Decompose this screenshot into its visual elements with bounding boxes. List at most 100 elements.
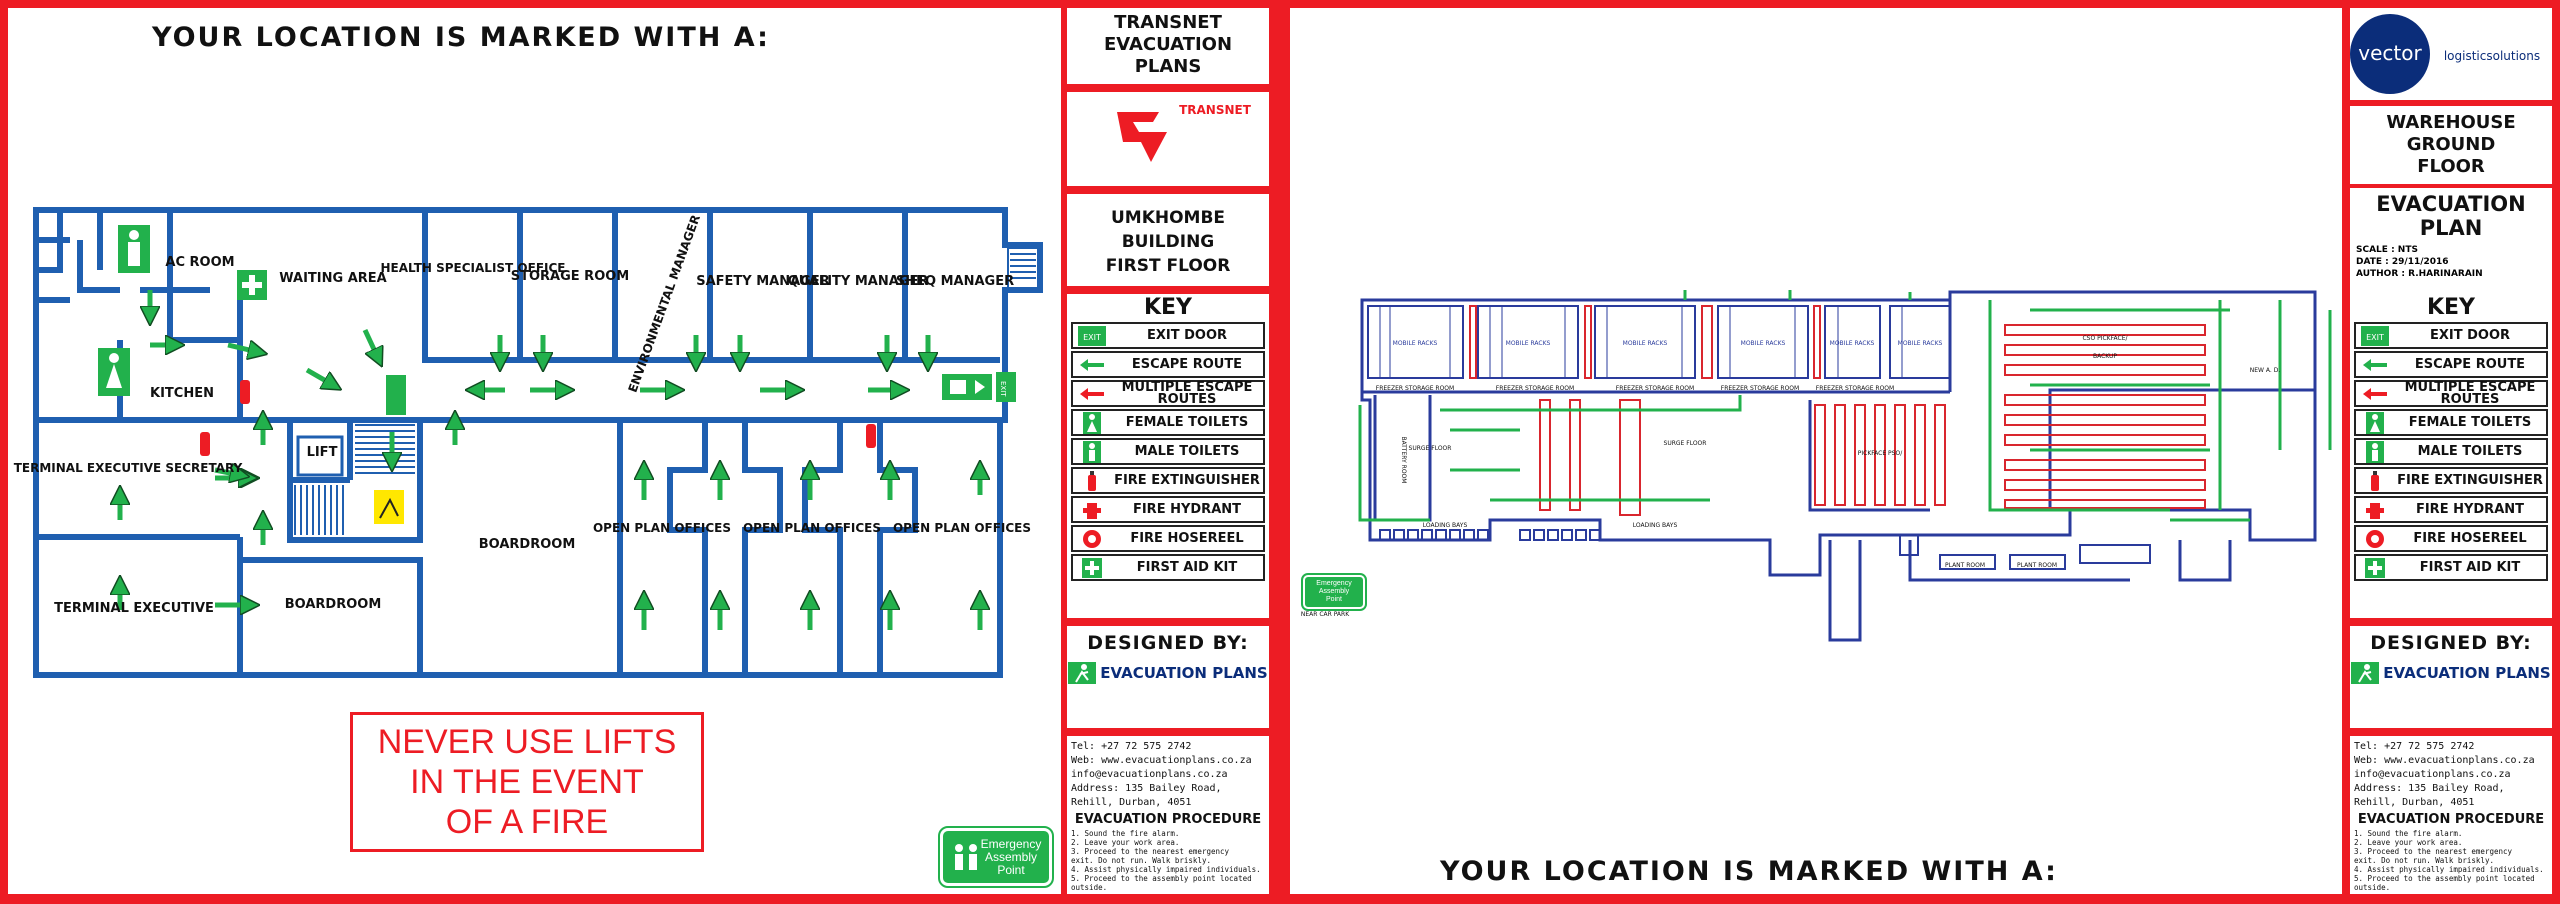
label-battery-room: BATTERY ROOM xyxy=(1400,437,1407,484)
assembly-line-3: Point xyxy=(997,862,1025,877)
right-procedure-title: EVACUATION PROCEDURE xyxy=(2357,812,2545,827)
left-key-label: ESCAPE ROUTE xyxy=(1131,356,1243,372)
contact-line: info@evacuationplans.co.za xyxy=(1071,769,1228,780)
room-waiting-area: WAITING AREA xyxy=(279,271,386,286)
first-aid-icon xyxy=(237,270,267,300)
first-aid-icon xyxy=(2360,557,2390,579)
left-key-label: FIRE HYDRANT xyxy=(1132,501,1242,517)
vector-logo-sub: logisticsolutions xyxy=(2444,49,2540,63)
right-key-label: FIRE HOSEREEL xyxy=(2413,530,2527,546)
right-evacuation-plans-logo: EVACUATION PLANS xyxy=(2350,662,2552,684)
label-freezer-5: FREEZER STORAGE ROOM xyxy=(1816,385,1894,392)
contact-line: info@evacuationplans.co.za xyxy=(2354,769,2511,780)
label-cso-pickface: CSO PICKFACE/ xyxy=(2082,335,2128,342)
procedure-step: 2. Leave your work area. xyxy=(1071,838,1180,847)
right-brand: EVACUATION PLANS xyxy=(2383,664,2551,682)
right-designed-by-box: DESIGNED BY: EVACUATION PLANS xyxy=(2350,626,2552,728)
room-safety-manager: SAFETY MANAGER xyxy=(696,274,830,289)
title-line-1: TRANSNET xyxy=(1114,12,1222,33)
procedure-step: 3. Proceed to the nearest emergency xyxy=(1071,847,1230,856)
transnet-logo-icon: TRANSNET xyxy=(1117,103,1252,162)
contact-line: Rehill, Durban, 4051 xyxy=(1071,797,1192,808)
left-key-row: FIRE HOSEREEL xyxy=(1071,525,1265,552)
people-icon xyxy=(954,844,977,870)
plan-title-line-2: PLAN xyxy=(2419,216,2483,240)
right-key-row: MALE TOILETS xyxy=(2354,438,2548,465)
left-key-row: FEMALE TOILETS xyxy=(1071,409,1265,436)
left-sidebar: TRANSNET EVACUATION PLANS TRANSNET UMKHO… xyxy=(1067,8,1269,894)
right-key-row: FIRST AID KIT xyxy=(2354,554,2548,581)
label-surge-floor-1: SURGE FLOOR xyxy=(1409,445,1452,452)
right-key-row: MULTIPLE ESCAPE ROUTES xyxy=(2354,380,2548,407)
left-procedure-title: EVACUATION PROCEDURE xyxy=(1074,812,1262,827)
running-man-icon xyxy=(1068,662,1097,684)
left-key-row: FIRE HYDRANT xyxy=(1071,496,1265,523)
male-toilet-icon xyxy=(2360,440,2390,463)
vector-logo-word: vector xyxy=(2358,41,2422,65)
escape-route-icon xyxy=(2360,354,2390,376)
right-floor-plan: FREEZER STORAGE ROOM FREEZER STORAGE ROO… xyxy=(1301,290,2332,642)
label-plant-room-2: PLANT ROOM xyxy=(2017,562,2057,569)
label-freezer-3: FREEZER STORAGE ROOM xyxy=(1616,385,1694,392)
procedure-step: 2. Leave your work area. xyxy=(2354,838,2463,847)
left-key-label: FIRST AID KIT xyxy=(1136,559,1238,575)
label-mobile-racks-2: MOBILE RACKS xyxy=(1506,340,1551,347)
procedure-step: 1. Sound the fire alarm. xyxy=(1071,829,1180,838)
transnet-title-box: TRANSNET EVACUATION PLANS xyxy=(1067,8,1269,84)
procedure-step: 1. Sound the fire alarm. xyxy=(2354,829,2463,838)
contact-line: Address: 135 Bailey Road, xyxy=(2354,783,2505,794)
procedure-step: 3. Proceed to the nearest emergency xyxy=(2354,847,2513,856)
label-near-car-park: NEAR CAR PARK xyxy=(1301,611,1350,618)
right-procedure-box: EVACUATION PROCEDURE 1. Sound the fire a… xyxy=(2350,808,2552,894)
label-freezer-4: FREEZER STORAGE ROOM xyxy=(1721,385,1799,392)
right-assembly-line-3: Point xyxy=(1326,596,1342,603)
right-assembly-line-2: Assembly xyxy=(1318,588,1350,595)
running-man-icon xyxy=(2351,662,2380,684)
right-key-row: FIRE EXTINGUISHER xyxy=(2354,467,2548,494)
fire-extinguisher-icon xyxy=(200,380,876,456)
plan-meta-line: AUTHOR : R.HARINARAIN xyxy=(2356,269,2483,279)
room-terminal-exec-secretary: TERMINAL EXECUTIVE SECRETARY xyxy=(14,461,243,475)
plan-meta-line: DATE : 29/11/2016 xyxy=(2356,257,2449,267)
label-mobile-racks-5: MOBILE RACKS xyxy=(1830,340,1875,347)
exit-door-icon: EXIT xyxy=(1077,325,1107,347)
room-terminal-executive: TERMINAL EXECUTIVE xyxy=(54,601,214,616)
right-procedure-steps: 1. Sound the fire alarm.2. Leave your wo… xyxy=(2350,827,2552,894)
vector-logo-box: vector logisticsolutions xyxy=(2350,8,2552,100)
right-key-row: FEMALE TOILETS xyxy=(2354,409,2548,436)
procedure-step: 5. Proceed to the assembly point located xyxy=(1071,874,1252,883)
label-pickface: PICKFACE PSO/ xyxy=(1858,450,1903,457)
right-key-row: ESCAPE ROUTE xyxy=(2354,351,2548,378)
label-mobile-racks-6: MOBILE RACKS xyxy=(1898,340,1943,347)
right-key-label: FEMALE TOILETS xyxy=(2408,414,2532,430)
procedure-step: 4. Assist physically impaired individual… xyxy=(1071,865,1261,874)
female-toilet-icon xyxy=(2360,411,2390,434)
svg-text:EXIT: EXIT xyxy=(999,381,1007,397)
left-designed-by: DESIGNED BY: xyxy=(1087,632,1249,654)
exit-sign-icon: EXIT xyxy=(942,372,1016,402)
right-key-label: EXIT DOOR xyxy=(2429,327,2511,343)
room-kitchen: KITCHEN xyxy=(150,386,214,401)
left-key-label: EXIT DOOR xyxy=(1146,327,1228,343)
room-health-specialist: HEALTH SPECIALIST OFFICE xyxy=(381,261,566,275)
right-assembly-line-1: Emergency xyxy=(1316,580,1352,587)
room-boardroom-small: BOARDROOM xyxy=(285,597,382,612)
left-procedure-box: EVACUATION PROCEDURE 1. Sound the fire a… xyxy=(1067,808,1269,894)
label-mobile-racks-1: MOBILE RACKS xyxy=(1393,340,1438,347)
title-line-2: EVACUATION xyxy=(1103,34,1233,55)
label-plant-room-1: PLANT ROOM xyxy=(1945,562,1985,569)
room-boardroom-large: BOARDROOM xyxy=(479,537,576,552)
first-aid-icon xyxy=(1077,557,1107,579)
room-lift: LIFT xyxy=(307,445,338,460)
left-key-label: FEMALE TOILETS xyxy=(1125,414,1249,430)
left-procedure-steps: 1. Sound the fire alarm.2. Leave your wo… xyxy=(1067,827,1269,894)
right-key-title: KEY xyxy=(2426,295,2475,320)
procedure-step: exit. Do not run. Walk briskly. xyxy=(2354,856,2494,865)
contact-line: Address: 135 Bailey Road, xyxy=(1071,783,1222,794)
contact-line: Tel: +27 72 575 2742 xyxy=(2354,741,2475,752)
right-key-row: FIRE HOSEREEL xyxy=(2354,525,2548,552)
